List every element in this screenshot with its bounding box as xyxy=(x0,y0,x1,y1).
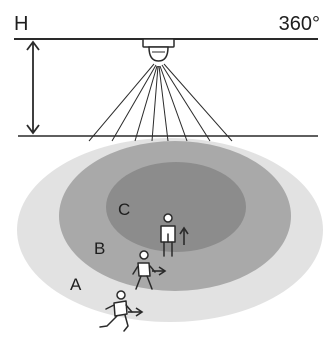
right-arrow-icon xyxy=(128,307,144,317)
right-arrow-icon xyxy=(152,266,167,276)
standing-person-icon xyxy=(160,213,176,257)
zone-c-area xyxy=(106,162,246,252)
ceiling-sensor-icon xyxy=(142,38,175,62)
running-person-icon xyxy=(99,290,133,332)
detection-rays xyxy=(88,63,233,142)
angle-label: 360° xyxy=(279,13,320,35)
height-label: H xyxy=(14,13,28,35)
zone-c-label: C xyxy=(118,200,130,219)
zone-a-label: A xyxy=(70,275,82,294)
up-arrow-icon xyxy=(179,226,189,245)
walking-person-icon xyxy=(132,250,156,290)
height-dimension-arrow xyxy=(26,40,40,135)
zone-b-label: B xyxy=(94,239,105,258)
